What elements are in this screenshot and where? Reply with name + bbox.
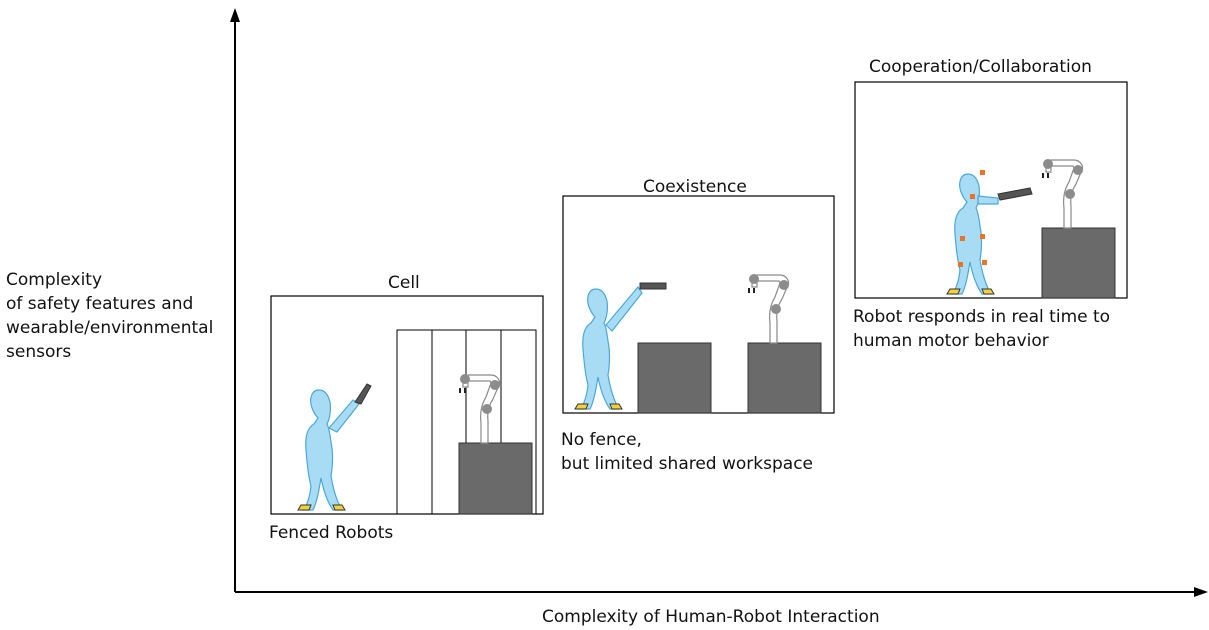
cooperation-title: Cooperation/Collaboration — [869, 57, 1092, 77]
y-axis-arrowhead — [230, 8, 240, 22]
cooperation-panel — [854, 81, 1128, 299]
coexistence-title: Coexistence — [643, 177, 747, 197]
workbench — [1041, 227, 1116, 299]
x-axis-arrowhead — [1194, 587, 1208, 597]
y-axis-label: Complexity of safety features and wearab… — [6, 270, 214, 362]
axes — [230, 8, 1208, 597]
human-worker-icon — [574, 282, 667, 410]
cell-title: Cell — [388, 273, 420, 293]
robot-pedestal — [458, 442, 533, 515]
wearable-sensor-icon — [958, 170, 987, 267]
human-worker-icon — [297, 383, 372, 511]
workbench-right — [747, 342, 822, 414]
workbench-left — [637, 342, 712, 414]
coexistence-caption: No fence, but limited shared workspace — [561, 430, 814, 474]
coexistence-panel — [562, 195, 835, 414]
cooperation-caption: Robot responds in real time to human mot… — [853, 307, 1111, 351]
cell-panel — [270, 295, 544, 515]
cell-caption: Fenced Robots — [269, 523, 394, 543]
human-worker-icon — [946, 170, 1033, 295]
x-axis-label: Complexity of Human-Robot Interaction — [542, 607, 880, 627]
